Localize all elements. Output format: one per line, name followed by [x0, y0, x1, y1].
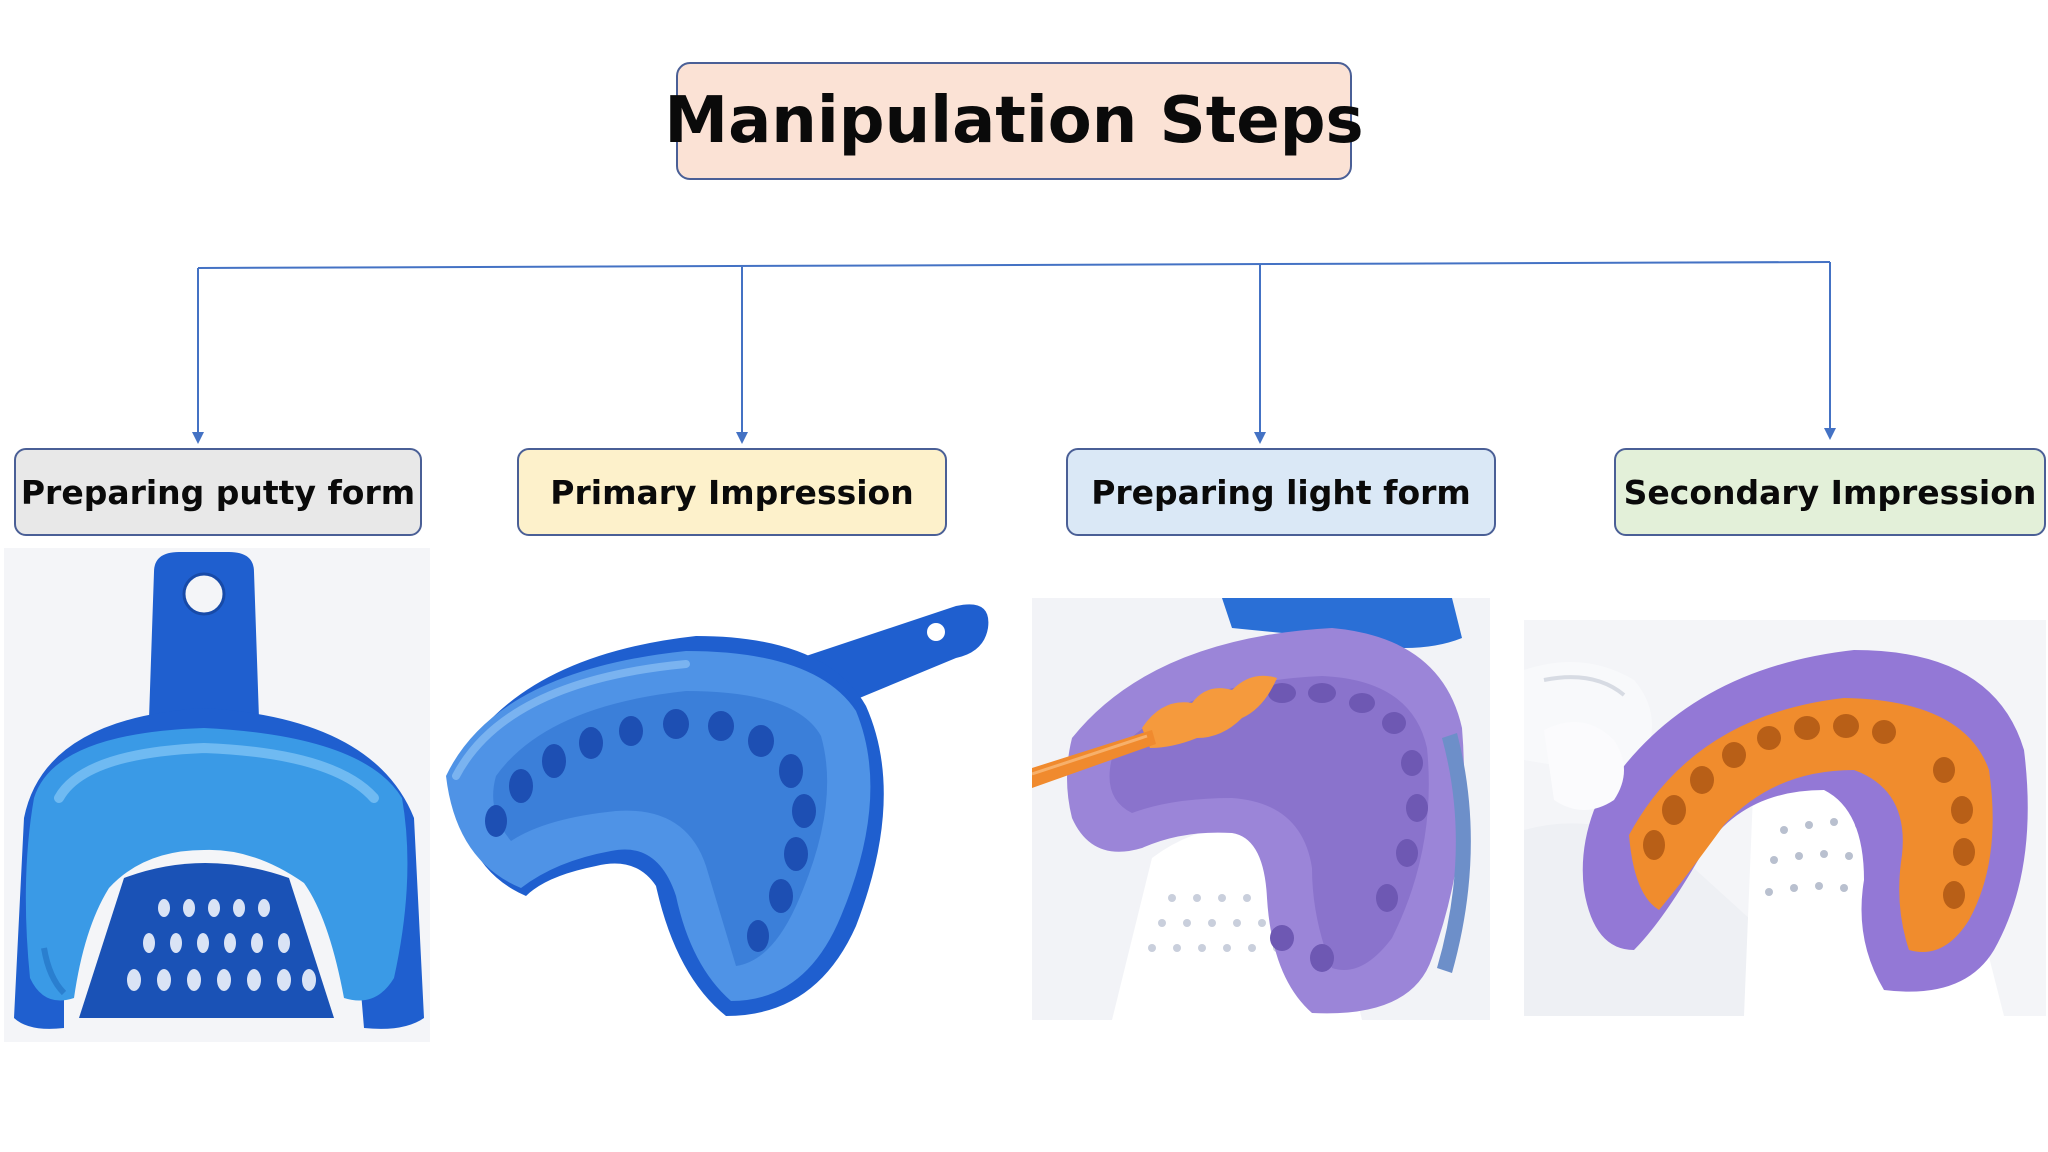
- secondary-impression-icon: [1524, 620, 2046, 1016]
- title-box: Manipulation Steps: [664, 62, 1364, 180]
- step-box-preparing-putty-form: Preparing putty form: [14, 448, 422, 536]
- step-box-secondary-impression: Secondary Impression: [1614, 448, 2046, 536]
- step-label: Preparing light form: [1091, 472, 1471, 512]
- blue-primary-impression-icon: [436, 596, 996, 1036]
- connector-horizontal: [197, 261, 1831, 269]
- step-box-primary-impression: Primary Impression: [517, 448, 947, 536]
- step-label: Secondary Impression: [1623, 472, 2037, 512]
- step-label: Preparing putty form: [20, 472, 416, 512]
- page-title: Manipulation Steps: [664, 84, 1364, 158]
- blue-putty-tray-icon: [4, 548, 430, 1042]
- light-body-syringe-icon: [1032, 598, 1490, 1020]
- step-label: Primary Impression: [550, 472, 914, 512]
- step-box-preparing-light-form: Preparing light form: [1066, 448, 1496, 536]
